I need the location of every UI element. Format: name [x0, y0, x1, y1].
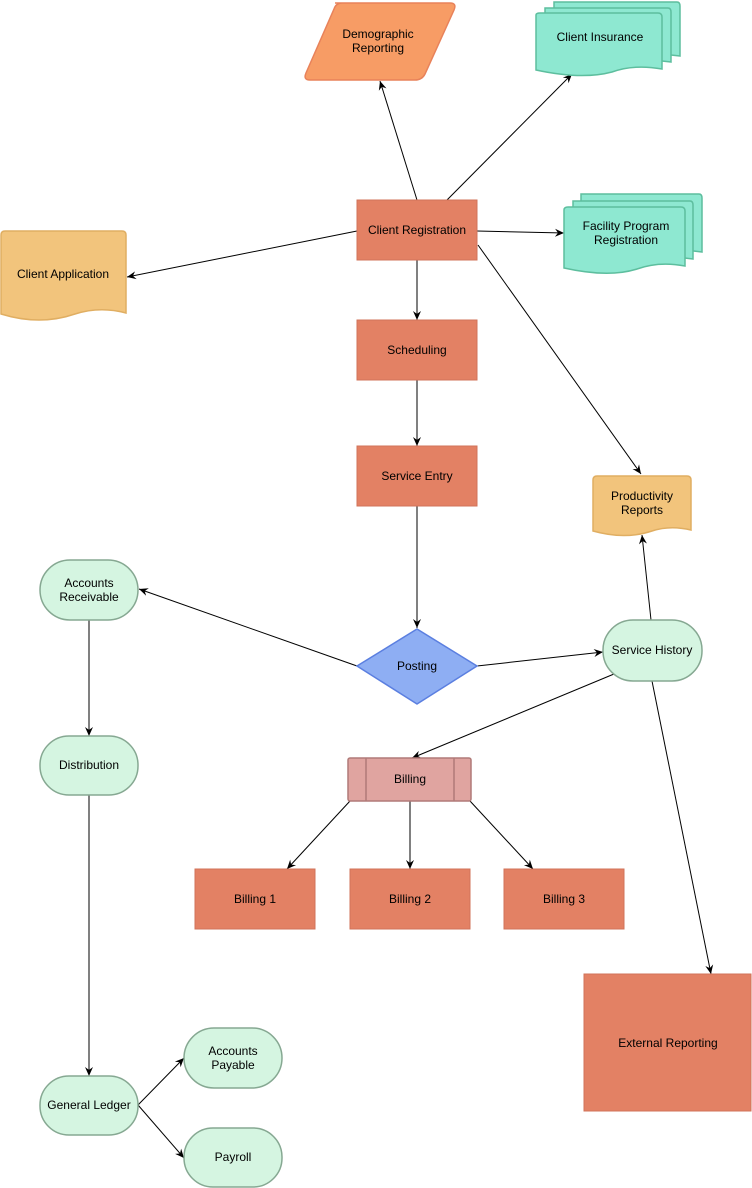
edge-ledger-payable — [137, 1057, 185, 1106]
node-label: Payable — [211, 1058, 255, 1072]
node-label: Billing 3 — [543, 892, 585, 906]
node-label: General Ledger — [47, 1098, 130, 1112]
edge-registration-application — [126, 230, 358, 280]
node-service-history[interactable]: Service History — [602, 619, 703, 682]
node-label: Reports — [621, 503, 663, 517]
edge-registration-facility — [476, 228, 565, 237]
node-label: Productivity — [611, 489, 673, 503]
node-label: External Reporting — [618, 1036, 717, 1050]
edge-registration-demographic — [378, 80, 418, 201]
node-label: Accounts — [208, 1044, 257, 1058]
node-payroll[interactable]: Payroll — [183, 1127, 283, 1188]
node-posting[interactable]: Posting — [355, 628, 479, 705]
edge-ledger-payroll — [137, 1104, 185, 1159]
node-label: Receivable — [59, 590, 119, 604]
edge-registration-productivity — [477, 244, 642, 475]
node-distribution[interactable]: Distribution — [39, 735, 139, 796]
node-label: Service History — [612, 643, 693, 657]
node-label: Distribution — [59, 758, 119, 772]
node-label: Client Registration — [368, 223, 466, 237]
node-client-application[interactable]: Client Application — [0, 230, 127, 321]
node-client-registration[interactable]: Client Registration — [356, 199, 478, 261]
node-billing-1[interactable]: Billing 1 — [194, 868, 316, 930]
edge-posting-history — [476, 649, 604, 667]
node-label: Scheduling — [387, 343, 446, 357]
node-productivity-reports[interactable]: Productivity Reports — [592, 475, 692, 537]
node-label: Client Application — [17, 267, 109, 281]
node-label: Reporting — [352, 41, 404, 55]
edge-registration-insurance — [446, 73, 573, 201]
node-label: Billing — [394, 772, 426, 786]
edge-history-external — [651, 680, 714, 975]
edge-posting-receivable — [138, 588, 358, 667]
node-scheduling[interactable]: Scheduling — [356, 319, 478, 381]
edges — [85, 73, 714, 1159]
node-service-entry[interactable]: Service Entry — [356, 445, 478, 507]
node-accounts-receivable[interactable]: Accounts Receivable — [39, 559, 139, 621]
node-label: Billing 1 — [234, 892, 276, 906]
node-label: Facility Program — [583, 219, 670, 233]
node-label: Billing 2 — [389, 892, 431, 906]
edge-history-productivity — [638, 534, 652, 621]
node-label: Service Entry — [381, 469, 452, 483]
node-external-reporting[interactable]: External Reporting — [583, 973, 752, 1112]
node-demographic-reporting[interactable]: Demographic Reporting — [304, 2, 456, 81]
node-label: Demographic — [342, 27, 413, 41]
node-label: Posting — [397, 659, 437, 673]
node-label: Payroll — [215, 1150, 252, 1164]
node-billing-3[interactable]: Billing 3 — [503, 868, 625, 930]
edge-history-billing — [411, 673, 615, 759]
node-billing-2[interactable]: Billing 2 — [349, 868, 471, 930]
node-accounts-payable[interactable]: Accounts Payable — [183, 1027, 283, 1089]
node-billing[interactable]: Billing — [347, 757, 472, 802]
node-client-insurance[interactable]: Client Insurance — [535, 1, 681, 77]
node-label: Registration — [594, 233, 658, 247]
node-label: Client Insurance — [557, 30, 644, 44]
node-facility-program-registration[interactable]: Facility Program Registration — [563, 193, 703, 274]
edge-billing-billing1 — [286, 800, 351, 870]
node-general-ledger[interactable]: General Ledger — [39, 1075, 139, 1136]
node-label: Accounts — [64, 576, 113, 590]
edge-billing-billing3 — [469, 800, 534, 870]
